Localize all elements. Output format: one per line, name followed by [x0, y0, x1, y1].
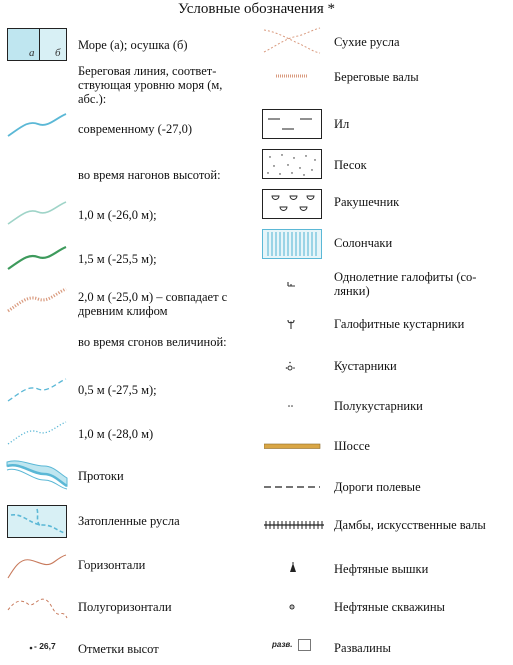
modern-coastline-symbol: [6, 110, 68, 140]
annual-halophytes-symbol: [286, 279, 298, 289]
half-contours-symbol: [6, 592, 68, 622]
surge-1m-label: 1,0 м (-26,0 м);: [78, 208, 157, 222]
channels-symbol: [6, 460, 68, 490]
silt-label: Ил: [334, 117, 350, 131]
contours-symbol: [6, 552, 68, 582]
sea-label-b: б: [55, 47, 61, 59]
coastline-heading: Береговая линия, соответ-ствующая уровню…: [78, 64, 223, 106]
surge-15m-symbol: [6, 243, 68, 273]
channels-label: Протоки: [78, 469, 124, 483]
sand-label: Песок: [334, 158, 367, 172]
beach-ridges-label: Береговые валы: [334, 70, 419, 84]
highway-label: Шоссе: [334, 439, 370, 453]
annual-halophytes-label: Однолетние галофиты (со-лянки): [334, 270, 477, 298]
ruins-abbr: разв.: [272, 640, 293, 649]
halophyte-shrubs-label: Галофитные кустарники: [334, 317, 465, 331]
solonchak-symbol: [262, 229, 322, 259]
surges-heading: во время нагонов высотой:: [78, 168, 221, 182]
sea-label-a: а: [29, 47, 35, 59]
flooded-beds-symbol: [7, 505, 67, 538]
half-contours-label: Полугоризонтали: [78, 600, 172, 614]
setdown-05m-symbol: [6, 375, 68, 405]
solonchak-label: Солончаки: [334, 236, 393, 250]
flooded-beds-label: Затопленные русла: [78, 514, 180, 528]
oil-derrick-symbol: [289, 562, 297, 574]
dry-beds-symbol: [262, 26, 322, 54]
dams-symbol: [264, 520, 324, 530]
dams-label: Дамбы, искусственные валы: [334, 518, 486, 532]
shrubs-label: Кустарники: [334, 359, 397, 373]
spot-height-value: - 26,7: [34, 641, 56, 651]
subshrubs-symbol: [287, 403, 295, 409]
surge-1m-symbol: [6, 198, 68, 228]
field-roads-symbol: [264, 484, 322, 490]
ruins-symbol: разв.: [272, 639, 322, 653]
setdown-1m-symbol: [6, 418, 68, 448]
silt-symbol: [262, 109, 322, 139]
shell-rock-label: Ракушечник: [334, 195, 400, 209]
spot-heights-label: Отметки высот: [78, 642, 159, 656]
surge-15m-label: 1,5 м (-25,5 м);: [78, 252, 157, 266]
highway-symbol: [264, 443, 322, 451]
ruins-label: Развалины: [334, 641, 391, 655]
legend-title: Условные обозначения *: [177, 1, 336, 17]
spot-height-symbol: - 26,7: [28, 640, 78, 654]
beach-ridges-symbol: [262, 71, 322, 81]
field-roads-label: Дороги полевые: [334, 480, 421, 494]
setdown-05m-label: 0,5 м (-27,5 м);: [78, 383, 157, 397]
subshrubs-label: Полукустарники: [334, 399, 423, 413]
surge-2m-symbol: [6, 285, 68, 315]
setdown-1m-label: 1,0 м (-28,0 м): [78, 427, 154, 441]
sea-shoal-symbol: а б: [7, 28, 67, 61]
dry-beds-label: Сухие русла: [334, 35, 400, 49]
oil-wells-label: Нефтяные скважины: [334, 600, 445, 614]
setdowns-heading: во время сгонов величиной:: [78, 335, 227, 349]
surge-2m-label: 2,0 м (-25,0 м) – совпадает с древним кл…: [78, 290, 228, 318]
sand-symbol: [262, 149, 322, 179]
oil-well-symbol: [288, 603, 296, 611]
oil-derricks-label: Нефтяные вышки: [334, 562, 429, 576]
shrubs-symbol: [285, 360, 297, 372]
modern-coastline-label: современному (-27,0): [78, 122, 192, 136]
halophyte-shrubs-symbol: [286, 318, 296, 330]
sea-label: Море (а); осушка (б): [78, 38, 188, 52]
contours-label: Горизонтали: [78, 558, 146, 572]
shell-rock-symbol: [262, 189, 322, 219]
